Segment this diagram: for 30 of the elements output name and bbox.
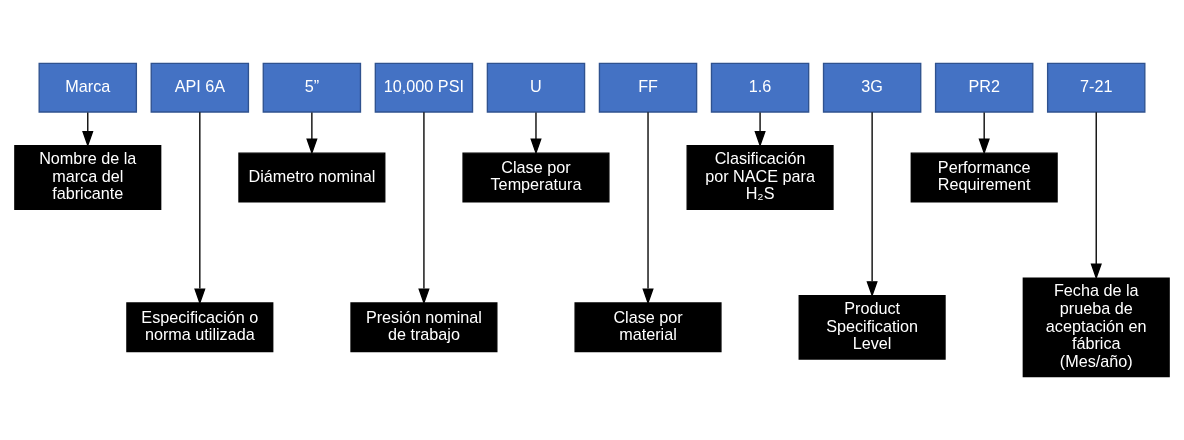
arrow — [530, 111, 542, 155]
node-box: Clasificación por NACE para H₂S — [686, 145, 834, 210]
node-box: 1.6 — [710, 62, 810, 113]
arrow — [418, 111, 430, 305]
node-box: API 6A — [150, 62, 250, 113]
arrow — [642, 111, 654, 305]
node-box: Clase por Temperatura — [462, 152, 610, 203]
node-box: 5” — [262, 62, 362, 113]
node-box: Diámetro nominal — [238, 152, 386, 203]
node-box: Presión nominal de trabajo — [350, 302, 498, 353]
node-box: Especificación o norma utilizada — [126, 302, 274, 353]
node-box: Product Specification Level — [798, 294, 946, 360]
arrow — [866, 111, 878, 298]
node-box: 10,000 PSI — [374, 62, 474, 113]
arrow — [754, 111, 766, 148]
node-box: FF — [598, 62, 698, 113]
node-box: Clase por material — [574, 302, 722, 353]
arrow — [1090, 111, 1102, 280]
node-box: Performance Requirement — [910, 152, 1058, 203]
node-box: Marca — [38, 62, 138, 113]
node-box: U — [486, 62, 586, 113]
arrow — [82, 111, 94, 148]
node-box: 7-21 — [1046, 62, 1146, 113]
node-box: Nombre de la marca del fabricante — [14, 145, 162, 210]
arrow — [194, 111, 206, 305]
node-box: 3G — [822, 62, 922, 113]
arrow — [306, 111, 318, 155]
arrow — [978, 111, 990, 155]
node-box: Fecha de la prueba de aceptación en fábrica (Mes/año) — [1022, 277, 1170, 378]
node-box: PR2 — [934, 62, 1034, 113]
